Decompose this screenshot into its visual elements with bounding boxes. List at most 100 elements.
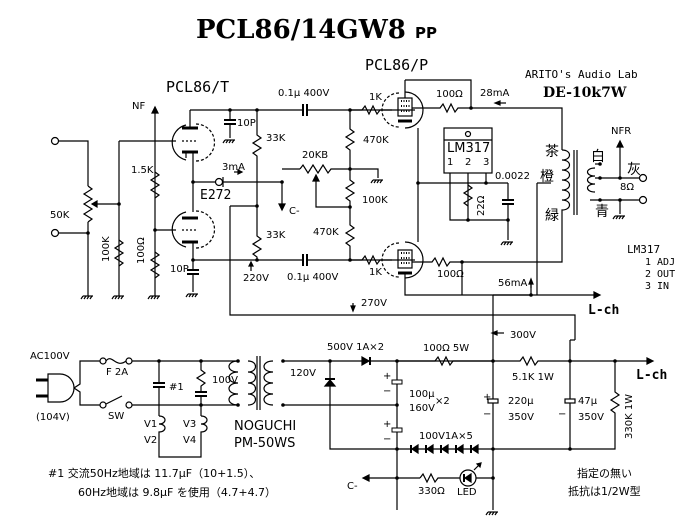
minus-4: − [558, 409, 567, 420]
cathode-r-100 [149, 251, 161, 279]
r1w-label: 5.1K 1W [512, 372, 554, 383]
ccs-diode-label: E272 [200, 188, 232, 203]
power-tube-label: PCL86/P [365, 56, 429, 74]
minus-3: − [483, 409, 492, 420]
cap220-voltage: 350V [508, 412, 534, 423]
doubler-cap-voltage: 160V [409, 403, 435, 414]
heater-v3: V3 [183, 419, 197, 430]
primary-voltage-label: 100V [212, 375, 238, 386]
cap220-value: 220μ [508, 396, 534, 407]
transformer-brand: NOGUCHI [234, 419, 297, 434]
resistor-note-2: 抵抗は1/2W型 [568, 485, 641, 498]
speaker-terminal-hot[interactable] [638, 173, 648, 183]
stopper-bottom-label: 1K [369, 267, 382, 278]
lm317-pin-3: 3 [483, 157, 490, 168]
heater-string [158, 415, 208, 458]
cathode-r-1k5 [149, 171, 161, 199]
led-label: LED [457, 487, 477, 498]
grid-r-bottom-label: 470K [313, 227, 339, 238]
input-terminal-hot[interactable] [50, 136, 60, 146]
stopper-top-label: 1K [369, 92, 382, 103]
plate-current-label: 28mA [480, 88, 510, 99]
transformer-model: PM-50WS [234, 436, 296, 451]
led-resistor-label: 330Ω [418, 486, 445, 497]
cathode-r2-label: 100Ω [136, 237, 147, 264]
lab-credit: ARITO's Audio Lab [525, 68, 638, 81]
minus-1: − [383, 386, 392, 397]
volume-pot-50k [82, 185, 94, 223]
r5w-label: 100Ω 5W [423, 343, 470, 354]
output-transformer [537, 139, 648, 220]
pin-legend-2: 2 OUT [645, 269, 676, 280]
bias-pot-20kb [299, 163, 350, 175]
plate-load-33k-top [251, 110, 263, 260]
grid-leak-100k [113, 239, 125, 267]
ccs-current-label: 3mA [222, 162, 245, 173]
heater-v4: V4 [183, 435, 197, 446]
lch-top-label: L-ch [588, 303, 620, 318]
v220-label: 220V [243, 273, 269, 284]
footnote-line-1: #1 交流50Hz地域は 11.7μF（10+1.5）、 [48, 467, 261, 480]
power-tube-top [381, 80, 424, 129]
diode-chain-label: 100V1A×5 [419, 431, 473, 442]
bleeder-label: 330K 1W [624, 393, 635, 439]
model-number: DE-10k7W [543, 85, 627, 101]
cap47-value: 47μ [578, 396, 598, 407]
v270-label: 270V [361, 298, 387, 309]
grid-leak-label: 100K [101, 236, 112, 262]
speaker-terminal-gnd[interactable] [638, 195, 648, 205]
snubber-note-ref: #1 [169, 382, 184, 393]
ot-primary-brown: 茶 [545, 144, 559, 160]
ot-secondary-gray: 灰 [627, 162, 641, 178]
driver-tube-bottom [155, 210, 216, 260]
ac-plug [36, 360, 100, 406]
title-main: PCL86/14GW8 [196, 15, 406, 45]
cap47-voltage: 350V [578, 412, 604, 423]
bias-r-label: 100K [362, 195, 388, 206]
title-suffix: PP [414, 24, 437, 42]
pin-legend-1: 1 ADJ [645, 257, 676, 268]
lch-psu-label: L-ch [636, 368, 668, 383]
coupling-bottom-label: 0.1μ 400V [287, 272, 339, 283]
diode-chain [410, 443, 479, 455]
plate-cap-top-label: 10P [237, 118, 256, 129]
switch-label: SW [108, 411, 125, 422]
reg-resistor-label: 22Ω [476, 195, 487, 216]
lm317-label: LM317 [447, 141, 491, 156]
speaker-impedance-label: 8Ω [620, 182, 635, 193]
c-minus-psu-label: C- [347, 481, 358, 492]
ot-secondary-white: 白 [591, 149, 605, 165]
rectifier-label: 500V 1A×2 [327, 342, 385, 353]
input-terminal-gnd[interactable] [50, 228, 60, 238]
coupling-top-label: 0.1μ 400V [278, 88, 330, 99]
ac-input-label: AC100V [30, 351, 70, 362]
ot-primary-green: 緑 [545, 208, 559, 224]
plus-1: + [383, 371, 392, 382]
input-network [50, 105, 176, 300]
driver-tube-label: PCL86/T [166, 78, 230, 96]
plus-2: + [383, 419, 392, 430]
power-transformer [228, 356, 286, 410]
ot-secondary-blue: 青 [595, 204, 609, 220]
grid-r-top-label: 470K [363, 135, 389, 146]
secondary-voltage-label: 120V [290, 368, 316, 379]
ac-measured-label: (104V) [36, 412, 70, 423]
load-top-label: 33K [266, 133, 286, 144]
heater-v2: V2 [144, 435, 158, 446]
pin-legend-3: 3 IN [645, 281, 670, 292]
resistor-note-1: 指定の無い [577, 467, 632, 480]
nfr-label: NFR [611, 126, 632, 137]
load-bottom-label: 33K [266, 230, 286, 241]
minus-2: − [383, 434, 392, 445]
nf-label: NF [132, 101, 146, 112]
screen-bottom-label: 100Ω [437, 269, 464, 280]
lm317-pin-1: 1 [447, 157, 454, 168]
bias-pot-label: 20KB [302, 150, 329, 161]
c-minus-amp-label: C- [289, 206, 300, 217]
page-title: PCL86/14GW8 PP [196, 17, 437, 43]
volume-pot-label: 50K [50, 210, 70, 221]
reg-cap-label: 0.0022 [495, 171, 530, 182]
driver-tube-top [171, 110, 216, 162]
v300-label: 300V [510, 330, 536, 341]
